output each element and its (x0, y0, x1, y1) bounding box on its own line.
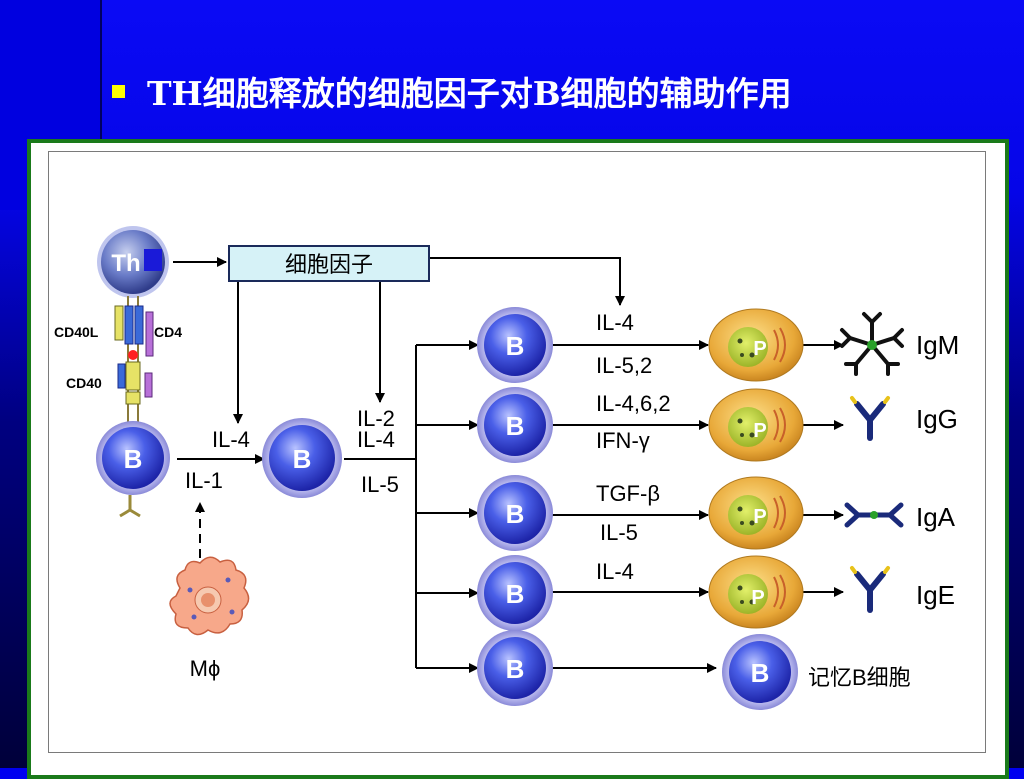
bullet-icon (112, 84, 125, 98)
plasma-cell-iga: P (708, 476, 804, 550)
b-cell-resting: B (96, 421, 170, 518)
iga-dimer-icon (844, 502, 904, 528)
b-cell-label: B (506, 499, 525, 529)
cd40l-label: CD40L (54, 324, 99, 340)
macrophage-label: Mϕ (190, 656, 221, 681)
signal-il4-left: IL-4 (212, 427, 250, 452)
b-cell-label: B (124, 444, 143, 474)
igm-pentamer-icon (840, 312, 904, 376)
plasma-cell-label: P (753, 338, 766, 360)
b-cell-row-ige: B (477, 555, 553, 631)
row-igm-signal-top: IL-4 (596, 310, 634, 335)
cytokine-box-label: 细胞因子 (285, 252, 373, 277)
connector-arrows (173, 257, 844, 673)
b-cell-row-memory: B (477, 630, 553, 706)
receptor-molecules (114, 296, 154, 426)
b-cell-label: B (293, 444, 312, 474)
b-cell-label: B (506, 579, 525, 609)
th-cell: Th (97, 226, 169, 298)
b-cell-label: B (506, 331, 525, 361)
memory-b-cell-label: 记忆B细胞 (808, 665, 911, 690)
plasma-cell-label: P (751, 587, 764, 609)
iga-label: IgA (916, 502, 956, 532)
b-cell-label: B (751, 658, 770, 688)
plasma-cell-label: P (753, 420, 766, 442)
slide-title-row: TH细胞释放的细胞因子对B细胞的辅助作用 (112, 66, 792, 116)
row-igg-signal-bottom: IFN-γ (596, 428, 650, 453)
plasma-cell-label: P (753, 506, 766, 528)
signal-il1: IL-1 (185, 468, 223, 493)
row-igm-signal-bottom: IL-5,2 (596, 353, 652, 378)
cytokine-box: 细胞因子 (228, 245, 430, 282)
plasma-cell-ige: P (708, 555, 804, 629)
b-cell-row-igm: B (477, 307, 553, 383)
b-cell-label: B (506, 654, 525, 684)
ige-antibody-icon (850, 566, 890, 613)
igm-label: IgM (916, 330, 959, 360)
row-ige-signal-top: IL-4 (596, 559, 634, 584)
ige-label: IgE (916, 580, 955, 610)
b-cell-row-igg: B (477, 387, 553, 463)
signal-il4-mid: IL-4 (357, 427, 395, 452)
macrophage-cell (169, 556, 250, 636)
memory-b-cell: B (722, 634, 798, 710)
slide-title: TH细胞释放的细胞因子对B细胞的辅助作用 (147, 74, 792, 113)
row-igg-signal-top: IL-4,6,2 (596, 391, 671, 416)
cd4-label: CD4 (154, 324, 182, 340)
b-cell-row-iga: B (477, 475, 553, 551)
igg-antibody-icon (850, 396, 890, 441)
plasma-cell-igm: P (708, 308, 804, 382)
th-cell-label: Th (111, 250, 140, 277)
cd40-label: CD40 (66, 375, 102, 391)
b-cell-activated: B (262, 418, 342, 498)
igg-label: IgG (916, 404, 958, 434)
row-iga-signal-top: TGF-β (596, 481, 660, 506)
signal-il2-mid: IL-2 (357, 406, 395, 431)
b-cell-label: B (506, 411, 525, 441)
signal-il5-mid: IL-5 (361, 472, 399, 497)
row-iga-signal-bottom: IL-5 (600, 520, 638, 545)
plasma-cell-igg: P (708, 388, 804, 462)
